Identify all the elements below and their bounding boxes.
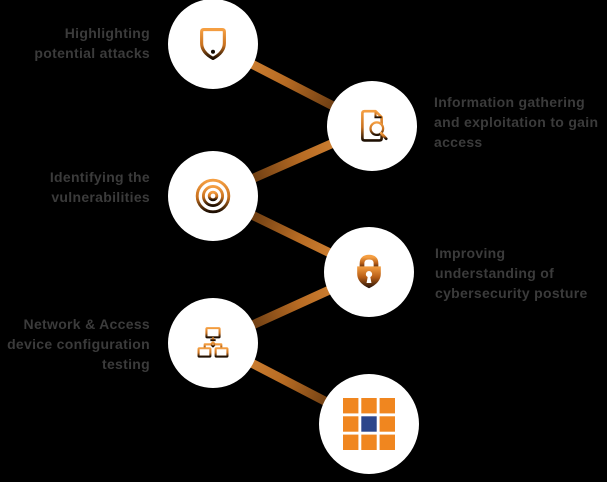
step-label-network-testing: Network & Access device configuration te… [0,314,150,374]
label-line: device configuration [7,336,150,352]
document-search-icon [361,109,388,142]
padlock-icon [357,254,381,289]
grid-logo-icon [343,398,395,450]
label-line: potential attacks [34,45,150,61]
label-line: and exploitation to gain [434,114,599,130]
label-line: Network & Access [23,316,150,332]
shield-alert-icon [200,27,226,61]
step-circle-highlighting-attacks [168,0,258,89]
step-label-identifying-vulnerabilities: Identifying the vulnerabilities [0,167,150,207]
label-line: cybersecurity posture [435,285,588,301]
label-line: Improving [435,245,506,261]
step-circle-grid-logo [319,374,419,474]
step-circle-improving-posture [324,227,414,317]
target-icon [193,176,233,216]
label-line: understanding of [435,265,555,281]
label-line: vulnerabilities [51,189,150,205]
step-circle-information-gathering [327,81,417,171]
step-circle-network-testing [168,298,258,388]
label-line: testing [102,356,150,372]
label-line: Information gathering [434,94,585,110]
step-label-improving-posture: Improving understanding of cybersecurity… [435,243,607,303]
step-circle-identifying-vulnerabilities [168,151,258,241]
label-line: access [434,134,483,150]
network-icon [197,327,229,360]
label-line: Identifying the [49,169,150,185]
label-line: Highlighting [64,25,150,41]
step-label-information-gathering: Information gathering and exploitation t… [434,92,607,152]
step-label-highlighting-attacks: Highlighting potential attacks [0,23,150,63]
